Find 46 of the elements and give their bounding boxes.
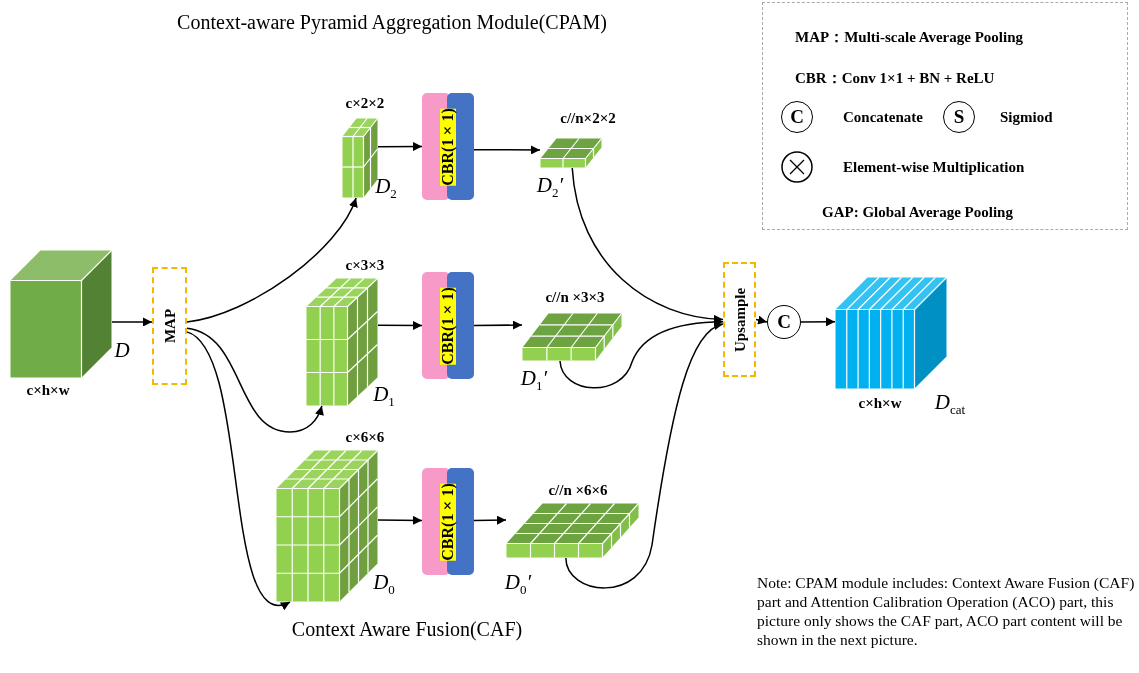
dimension-label: c//n×2×2 (560, 110, 616, 126)
legend-text: Concatenate (843, 109, 923, 125)
arrow (571, 167, 724, 324)
legend-text: Element-wise Multiplication (843, 159, 1025, 175)
dimension-label: c×2×2 (345, 95, 385, 111)
dimension-label: c×h×w (858, 395, 902, 411)
tensor-label: D$_{2}$ (375, 175, 397, 201)
dimension-label: c//n ×3×3 (545, 289, 605, 305)
dashed-box (723, 262, 756, 377)
arrow (473, 515, 507, 525)
dashed-box (152, 267, 187, 385)
arrow (377, 142, 423, 152)
operator-circle: C (767, 305, 801, 339)
tensor-label: D$_{0}$′ (504, 571, 532, 597)
arrow (186, 327, 324, 433)
dimension-label: c//n ×6×6 (548, 482, 608, 498)
legend-text: GAP: Global Average Pooling (822, 204, 1013, 220)
arrow (565, 322, 724, 589)
tensor-label: D$_{1}$′ (520, 367, 548, 393)
arrow (111, 317, 153, 327)
tensor-label: D$_{0}$ (373, 571, 395, 597)
dimension-label: c×h×w (26, 382, 70, 398)
note: Note: CPAM module includes: Context Aware Fusion (CAF) part and Attention Calibration Operation (ACO) part, this picture only shows the CAF part, ACO part content will be shown in the next picture. (757, 574, 1135, 650)
legend-text: Sigmiod (1000, 109, 1053, 125)
arrow (377, 320, 423, 330)
module-label: MAP (162, 308, 177, 344)
dimension-label: c×3×3 (345, 257, 385, 273)
operator-circle: C (781, 101, 813, 133)
arrow (755, 315, 768, 325)
legend-text: CBR：Conv 1×1 + BN + ReLU (795, 70, 995, 86)
arrow (186, 331, 291, 609)
arrow (473, 145, 541, 155)
tensor-label: D$_{1}$ (373, 383, 395, 409)
caption: Context Aware Fusion(CAF) (291, 619, 523, 639)
dimension-label: c×6×6 (345, 429, 385, 445)
tensor-label: D$_{cat}$ (934, 391, 966, 417)
tensor-label: D (114, 339, 130, 361)
arrow (377, 515, 423, 525)
module-label: Upsample (732, 287, 747, 352)
legend-text: MAP：Multi-scale Average Pooling (795, 29, 1023, 45)
arrow (800, 317, 836, 327)
tensor-label: D$_{2}$′ (536, 174, 564, 200)
arrow (186, 197, 357, 323)
arrow (473, 320, 523, 330)
operator-circle: S (943, 101, 975, 133)
title: Context-aware Pyramid Aggregation Module(CPAM) (177, 12, 607, 32)
